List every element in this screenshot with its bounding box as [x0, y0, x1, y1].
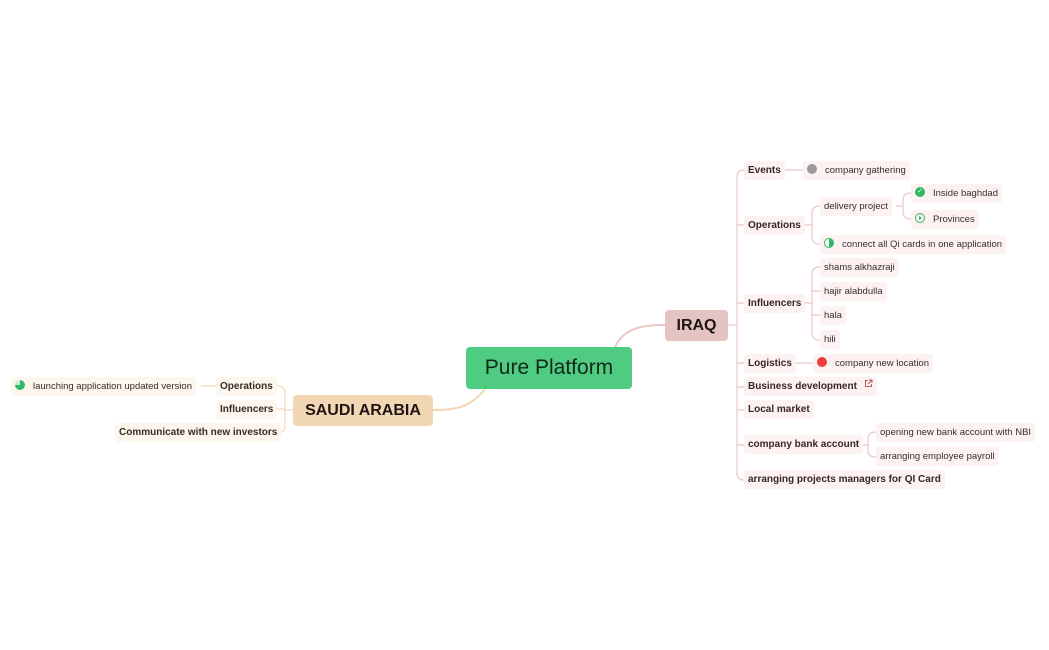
saudi-arabia-label: SAUDI ARABIA — [305, 401, 421, 419]
iraq-projects-managers-node[interactable]: arranging projects managers for QI Card — [744, 470, 945, 489]
influencer-item[interactable]: shams alkhazraji — [820, 258, 899, 277]
provinces-label: Provinces — [933, 214, 975, 225]
root-node[interactable]: Pure Platform — [466, 347, 632, 389]
launching-application-label: launching application updated version — [33, 381, 192, 392]
red-dot-icon — [817, 357, 827, 368]
root-saudi-connector — [432, 388, 486, 411]
inside-baghdad-label: Inside baghdad — [933, 188, 998, 199]
company-gathering-label: company gathering — [825, 165, 906, 176]
business-development-label: Business development — [748, 381, 857, 393]
provinces-node[interactable]: Provinces — [911, 210, 979, 229]
bank-connector — [861, 431, 877, 458]
iraq-trunk — [728, 177, 738, 473]
company-new-location-label: company new location — [835, 358, 929, 369]
company-gathering-node[interactable]: company gathering — [803, 161, 910, 180]
delivery-connector — [896, 192, 912, 220]
iraq-influencers-node[interactable]: Influencers — [744, 294, 806, 313]
saudi-arabia-node[interactable]: SAUDI ARABIA — [293, 395, 433, 426]
iraq-business-development-node[interactable]: Business development — [744, 377, 877, 396]
iraq-bank-account-node[interactable]: company bank account — [744, 435, 864, 454]
iraq-label: IRAQ — [676, 316, 717, 334]
connect-qi-cards-label: connect all Qi cards in one application — [842, 239, 1003, 250]
company-new-location-node[interactable]: company new location — [813, 354, 933, 373]
connect-qi-cards-node[interactable]: connect all Qi cards in one application — [820, 235, 1007, 254]
launching-application-node[interactable]: launching application updated version — [11, 377, 196, 396]
iraq-events-node[interactable]: Events — [744, 161, 785, 180]
inside-baghdad-node[interactable]: ✓ Inside baghdad — [911, 184, 1002, 203]
bank-item[interactable]: opening new bank account with NBI — [876, 423, 1036, 442]
influencer-item[interactable]: hala — [820, 306, 846, 325]
saudi-operations-node[interactable]: Operations — [216, 377, 277, 396]
root-iraq-connector — [614, 324, 666, 348]
play-icon — [915, 213, 925, 224]
iraq-branches — [736, 169, 745, 481]
saudi-trunk — [276, 385, 293, 434]
check-icon: ✓ — [915, 187, 925, 198]
saudi-influencers-node[interactable]: Influencers — [216, 400, 278, 419]
saudi-investors-node[interactable]: Communicate with new investors — [115, 423, 282, 442]
iraq-local-market-node[interactable]: Local market — [744, 400, 814, 419]
influencer-item[interactable]: hili — [820, 330, 840, 349]
influencers-connector — [804, 266, 821, 341]
external-link-icon[interactable] — [864, 376, 873, 395]
delivery-project-node[interactable]: delivery project — [820, 197, 892, 216]
gray-dot-icon — [807, 164, 817, 175]
operations-connector — [804, 205, 821, 245]
three-quarter-progress-icon — [15, 380, 25, 391]
bank-item[interactable]: arranging employee payroll — [876, 447, 999, 466]
half-progress-icon — [824, 238, 834, 249]
influencer-item[interactable]: hajir alabdulla — [820, 282, 887, 301]
iraq-logistics-node[interactable]: Logistics — [744, 354, 796, 373]
iraq-node[interactable]: IRAQ — [665, 310, 728, 341]
iraq-operations-node[interactable]: Operations — [744, 216, 805, 235]
root-label: Pure Platform — [484, 356, 614, 379]
